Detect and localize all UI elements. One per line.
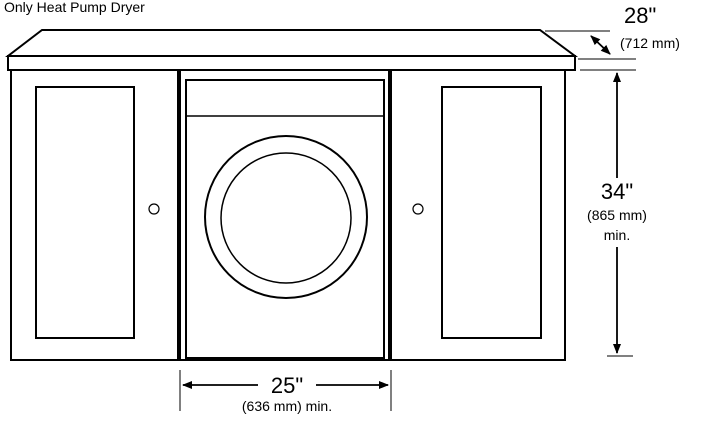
- depth-arrow: [590, 35, 611, 55]
- depth-mm: (712 mm): [620, 35, 680, 51]
- right-cabinet-knob: [412, 203, 424, 215]
- height-mm: (865 mm): [587, 207, 647, 223]
- countertop: [5, 29, 579, 71]
- width-mm: (636 mm) min.: [242, 398, 332, 414]
- dryer-door-glass: [220, 152, 352, 284]
- left-cabinet-door-panel: [35, 86, 135, 339]
- depth-dimension: 28" (712 mm): [545, 3, 680, 60]
- dryer: [179, 69, 390, 361]
- right-cabinet-door-panel: [441, 86, 542, 339]
- height-dimension: 34" (865 mm) min.: [580, 69, 647, 357]
- left-cabinet-knob: [148, 203, 160, 215]
- left-cabinet: [10, 69, 179, 361]
- right-cabinet: [390, 69, 566, 361]
- height-qualifier: min.: [604, 227, 630, 243]
- height-inches: 34": [601, 179, 633, 204]
- diagram-title: Only Heat Pump Dryer: [4, 0, 145, 15]
- dryer-door: [204, 135, 368, 299]
- dryer-cabinet: [185, 79, 385, 359]
- width-dimension: 25" (636 mm) min.: [179, 370, 392, 414]
- depth-inches: 28": [624, 3, 656, 28]
- width-inches: 25": [271, 373, 303, 398]
